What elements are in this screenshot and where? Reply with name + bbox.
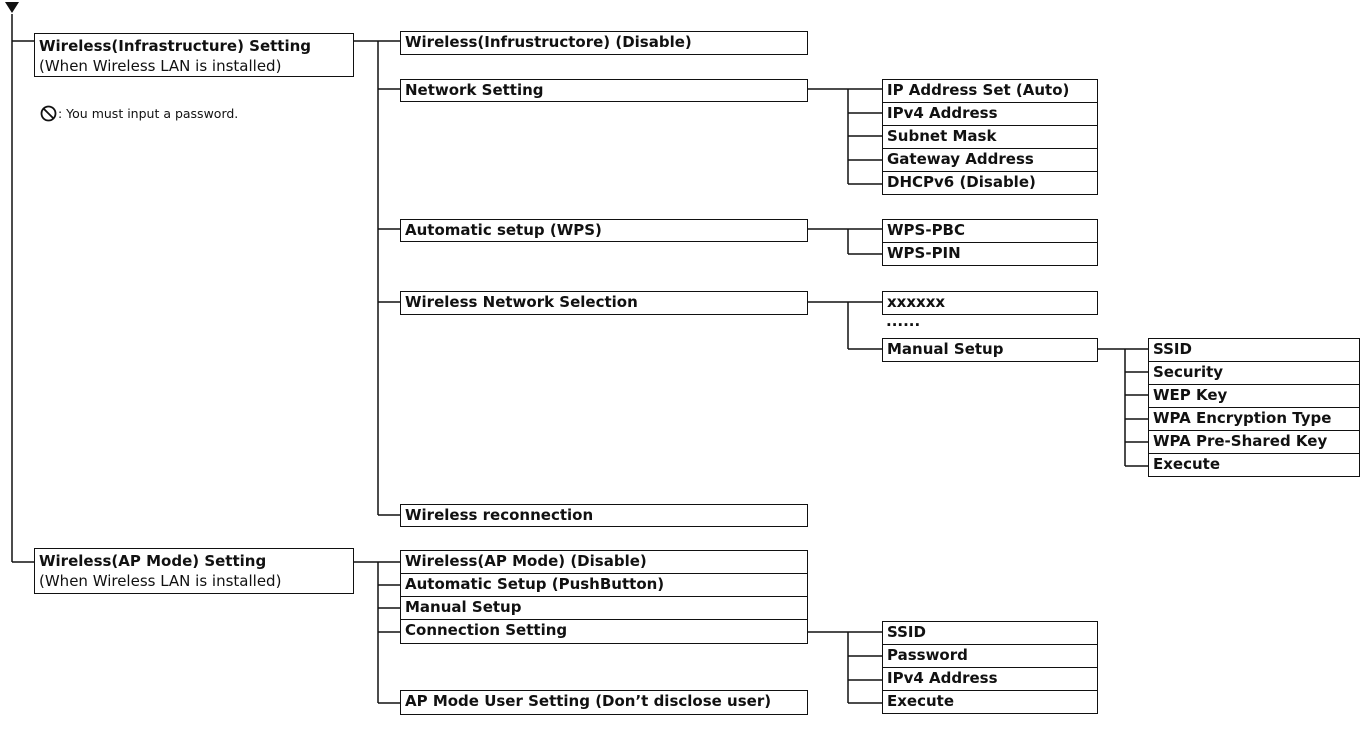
- ap-password[interactable]: Password: [882, 644, 1098, 668]
- ellipsis: ......: [886, 312, 921, 330]
- node-subtitle: (When Wireless LAN is installed): [39, 572, 282, 590]
- wps-pbc[interactable]: WPS-PBC: [882, 219, 1098, 243]
- automatic-setup-pushbutton[interactable]: Automatic Setup (PushButton): [400, 573, 808, 597]
- ap-manual-setup[interactable]: Manual Setup: [400, 596, 808, 620]
- wireless-infrastructure-setting[interactable]: Wireless(Infrastructure) Setting (When W…: [34, 33, 354, 77]
- manual-wpa-pre-shared-key[interactable]: WPA Pre-Shared Key: [1148, 430, 1360, 454]
- node-title: Wireless(AP Mode) Setting: [39, 552, 267, 570]
- manual-setup[interactable]: Manual Setup: [882, 338, 1098, 362]
- note-text: : You must input a password.: [58, 106, 239, 121]
- node-title: Wireless(Infrastructure) Setting: [39, 37, 312, 55]
- network-setting[interactable]: Network Setting: [400, 79, 808, 102]
- ip-address-set[interactable]: IP Address Set (Auto): [882, 79, 1098, 103]
- prohibited-icon: [40, 105, 57, 122]
- ap-ipv4-address[interactable]: IPv4 Address: [882, 667, 1098, 691]
- dhcpv6[interactable]: DHCPv6 (Disable): [882, 171, 1098, 195]
- wireless-ap-mode-disable[interactable]: Wireless(AP Mode) (Disable): [400, 550, 808, 574]
- subnet-mask[interactable]: Subnet Mask: [882, 125, 1098, 149]
- wps-pin[interactable]: WPS-PIN: [882, 242, 1098, 266]
- manual-execute[interactable]: Execute: [1148, 453, 1360, 477]
- manual-wpa-encryption-type[interactable]: WPA Encryption Type: [1148, 407, 1360, 431]
- ipv4-address[interactable]: IPv4 Address: [882, 102, 1098, 126]
- wireless-network-selection[interactable]: Wireless Network Selection: [400, 291, 808, 315]
- manual-ssid[interactable]: SSID: [1148, 338, 1360, 362]
- manual-security[interactable]: Security: [1148, 361, 1360, 385]
- wireless-reconnection[interactable]: Wireless reconnection: [400, 504, 808, 527]
- ap-ssid[interactable]: SSID: [882, 621, 1098, 645]
- ap-mode-user-setting[interactable]: AP Mode User Setting (Don’t disclose use…: [400, 690, 808, 715]
- node-subtitle: (When Wireless LAN is installed): [39, 57, 282, 75]
- automatic-setup-wps[interactable]: Automatic setup (WPS): [400, 219, 808, 242]
- password-note: : You must input a password.: [40, 105, 238, 122]
- wireless-ap-mode-setting[interactable]: Wireless(AP Mode) Setting (When Wireless…: [34, 548, 354, 594]
- gateway-address[interactable]: Gateway Address: [882, 148, 1098, 172]
- network-xxxxxx[interactable]: xxxxxx: [882, 291, 1098, 315]
- ap-execute[interactable]: Execute: [882, 690, 1098, 714]
- connection-setting[interactable]: Connection Setting: [400, 619, 808, 644]
- manual-wep-key[interactable]: WEP Key: [1148, 384, 1360, 408]
- wireless-infra-disable[interactable]: Wireless(Infrustructore) (Disable): [400, 31, 808, 55]
- down-arrow-icon: [5, 2, 19, 13]
